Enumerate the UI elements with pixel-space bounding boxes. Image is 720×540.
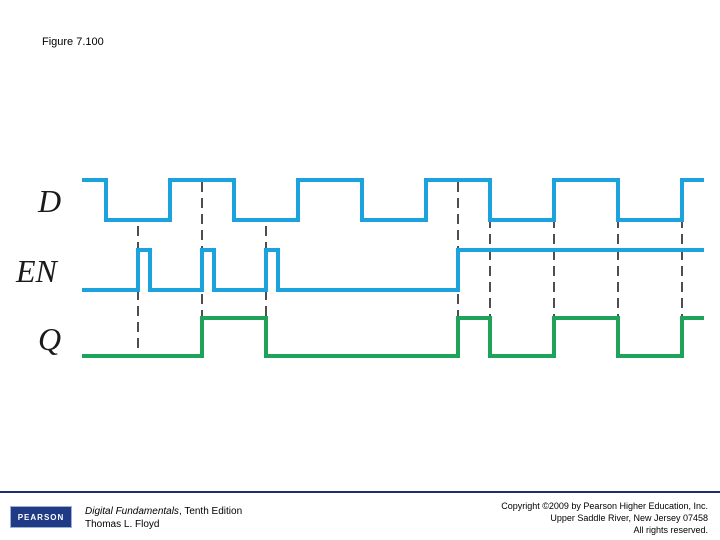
signal-label-en: EN: [15, 253, 59, 289]
signal-label-d: D: [37, 183, 61, 219]
en-waveform: [82, 248, 704, 292]
book-author: Thomas L. Floyd: [85, 519, 160, 530]
copyright-line: Upper Saddle River, New Jersey 07458: [550, 513, 708, 523]
book-title: Digital Fundamentals: [85, 506, 179, 517]
book-edition: , Tenth Edition: [178, 506, 243, 517]
book-credit: Digital Fundamentals, Tenth Edition Thom…: [85, 505, 242, 531]
copyright-notice: Copyright ©2009 by Pearson Higher Educat…: [501, 500, 708, 536]
copyright-line: All rights reserved.: [633, 525, 708, 535]
dashed-guides: [137, 182, 683, 356]
q-waveform: [82, 316, 704, 358]
signal-label-q: Q: [38, 321, 61, 357]
pearson-logo: PEARSON: [10, 506, 72, 528]
copyright-line: Copyright ©2009 by Pearson Higher Educat…: [501, 501, 708, 511]
figure-title: Figure 7.100: [42, 36, 104, 48]
d-waveform: [82, 178, 704, 222]
footer-divider: [0, 491, 720, 493]
